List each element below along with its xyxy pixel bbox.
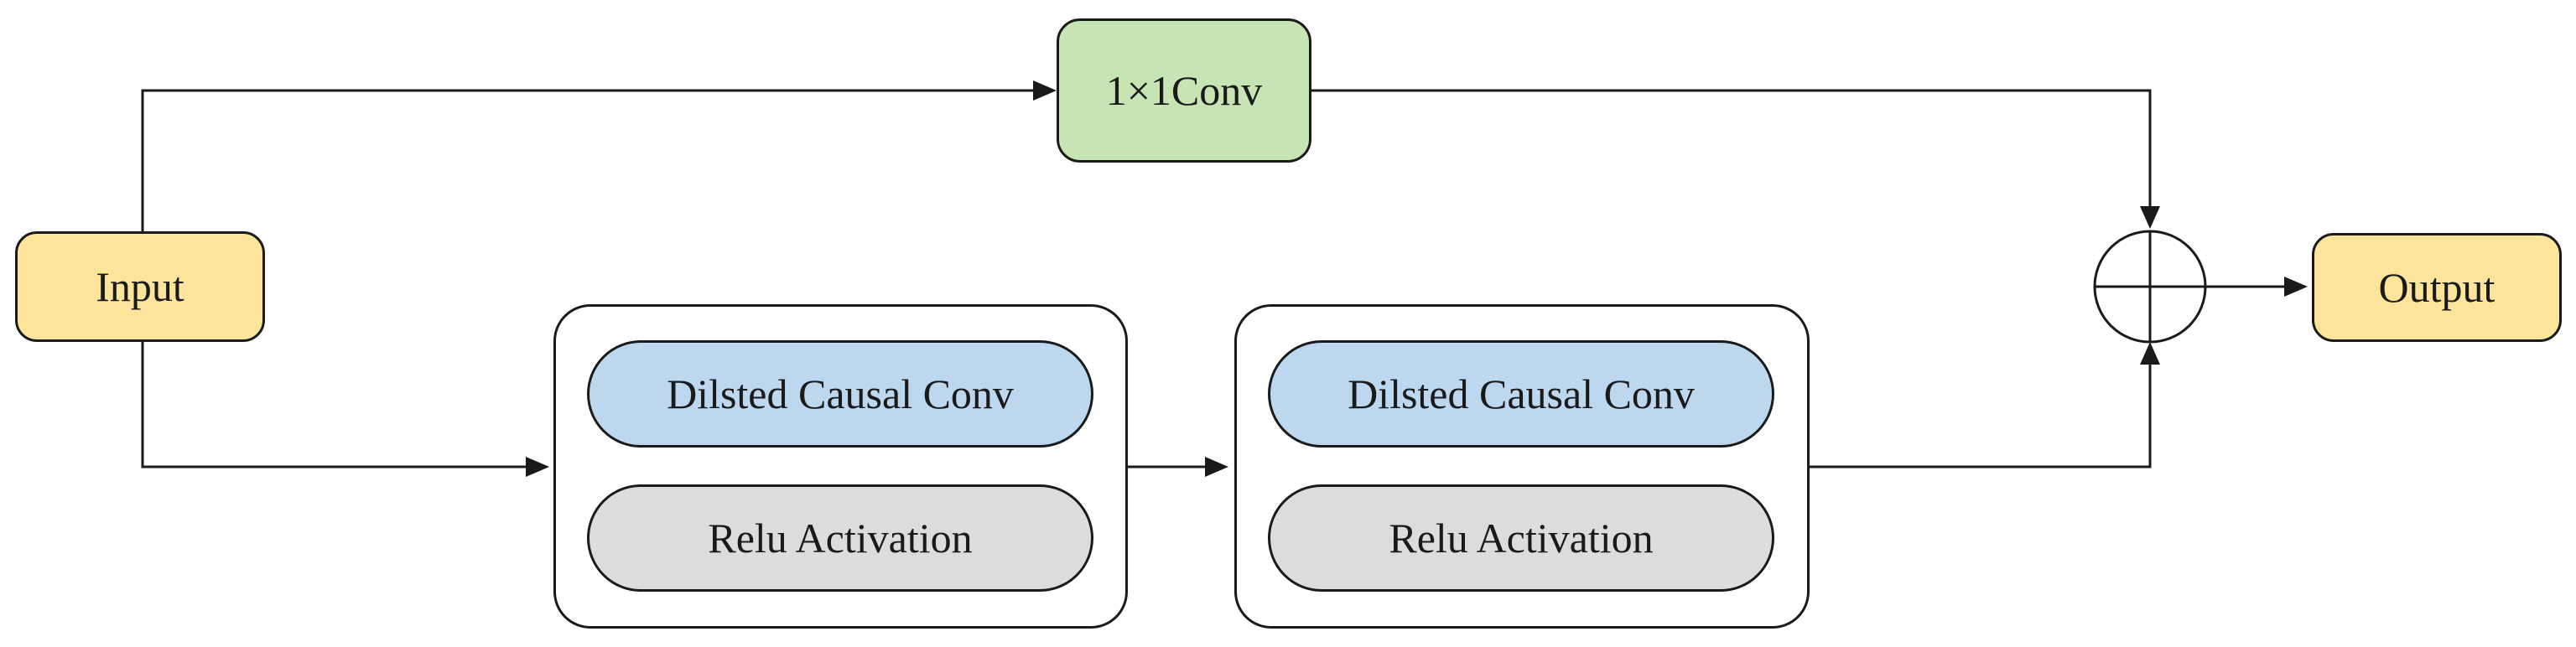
arrowhead-sum-bottom — [2140, 342, 2160, 365]
sum-operator — [2093, 230, 2207, 344]
block-1-dilated-causal-conv: Dilsted Causal Conv — [587, 340, 1093, 448]
block-2-dilated-causal-conv: Dilsted Causal Conv — [1268, 340, 1774, 448]
edge-conv1x1-to-sum — [1311, 89, 2152, 222]
arrowhead-conv1x1 — [1033, 80, 1057, 101]
edge-input-to-conv1x1 — [141, 89, 1052, 231]
arrowhead-output — [2284, 277, 2308, 297]
edge-input-to-block1 — [141, 342, 545, 468]
input-node: Input — [15, 231, 265, 342]
output-node: Output — [2312, 233, 2562, 342]
arrowhead-block2 — [1205, 457, 1228, 477]
edge-block2-to-sum — [1810, 347, 2152, 468]
arrowhead-sum-top — [2140, 206, 2160, 229]
conv1x1-node: 1×1Conv — [1057, 18, 1311, 163]
block-2-relu-activation: Relu Activation — [1268, 484, 1774, 592]
block-1-relu-activation: Relu Activation — [587, 484, 1093, 592]
arrowhead-block1 — [526, 457, 549, 477]
